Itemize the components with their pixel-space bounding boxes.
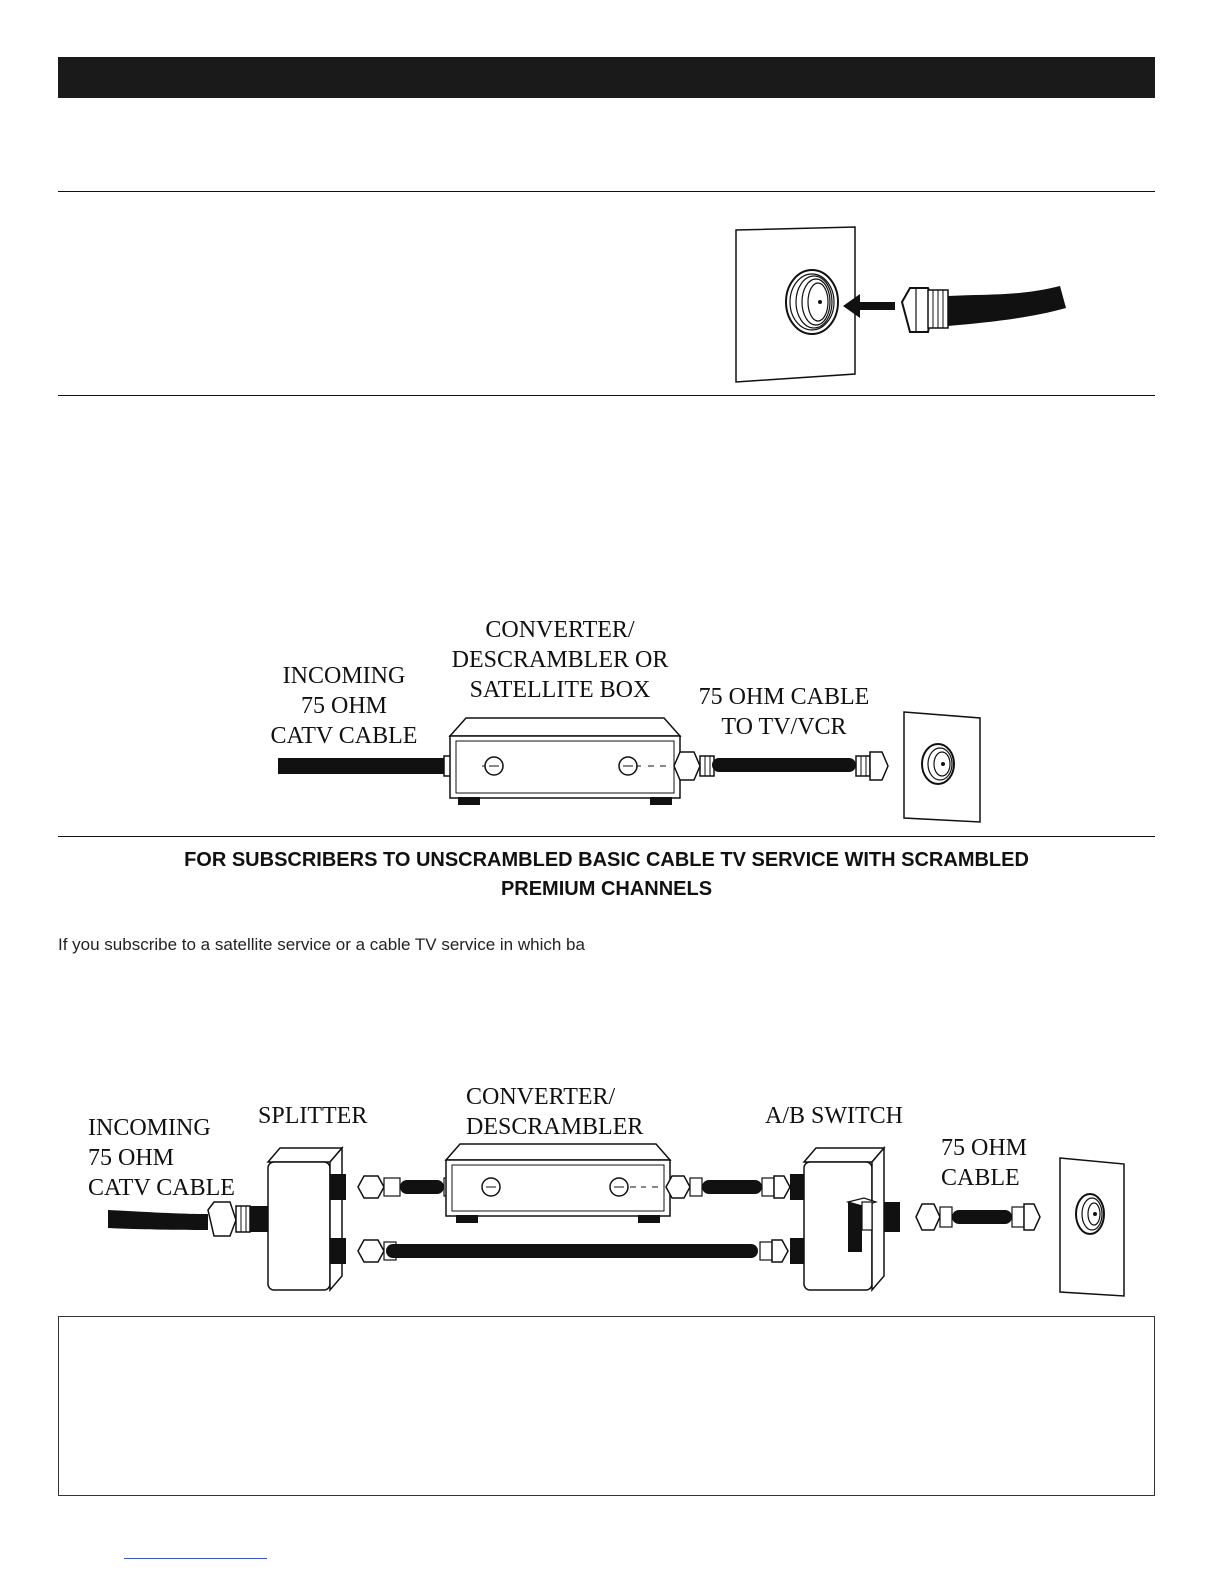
header-bar	[58, 57, 1155, 98]
footer-link-underline	[124, 1558, 267, 1559]
diagram2-converter-label: CONVERTER/ DESCRAMBLER	[466, 1084, 644, 1140]
diagram2-cable-label: 75 OHM CABLE	[941, 1135, 1028, 1191]
diagram1-converter-label: CONVERTER/ DESCRAMBLER OR SATELLITE BOX	[451, 617, 669, 703]
note-box	[58, 1316, 1155, 1496]
wall-jack-connection-illustration	[735, 226, 1066, 383]
diagram1-cable-tv-label: 75 OHM CABLE TO TV/VCR	[698, 684, 870, 740]
divider-2	[58, 395, 1155, 396]
diagram1-incoming-label: INCOMING 75 OHM CATV CABLE	[270, 663, 418, 749]
splitter-ab-switch-diagram	[108, 1143, 1125, 1297]
divider-1	[58, 191, 1155, 192]
section-heading: FOR SUBSCRIBERS TO UNSCRAMBLED BASIC CAB…	[184, 849, 1029, 900]
diagram2-ab-switch-label: A/B SWITCH	[765, 1103, 903, 1129]
divider-3	[58, 836, 1155, 837]
converter-connection-diagram	[278, 711, 981, 823]
section-body-text: If you subscribe to a satellite service …	[58, 935, 585, 954]
diagram2-splitter-label: SPLITTER	[258, 1103, 368, 1129]
diagram2-incoming-label: INCOMING 75 OHM CATV CABLE	[88, 1115, 235, 1201]
